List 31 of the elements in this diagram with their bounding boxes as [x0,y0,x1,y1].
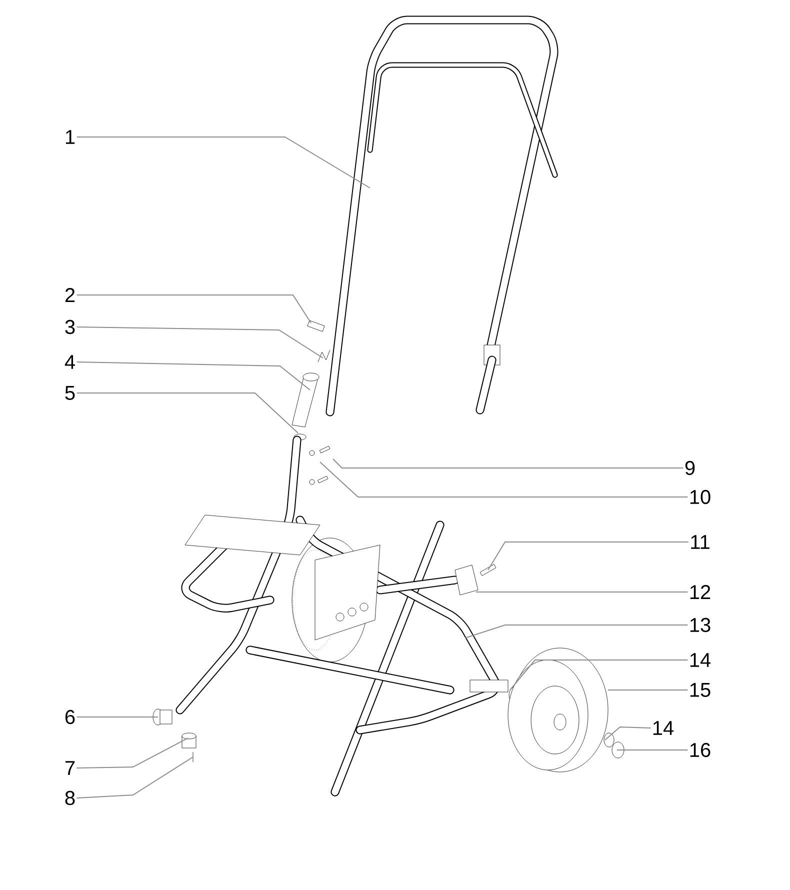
callout-number: 5 [65,386,75,400]
leader-line [76,294,312,324]
callout-number: 1 [66,130,75,144]
leader-line [76,326,324,358]
callout-number: 14 [690,653,711,667]
leader-line [604,726,652,740]
callout-number: 4 [64,355,75,369]
leader-line [76,738,188,768]
callout-number: 14 [653,721,674,735]
callout-number: 10 [690,490,710,504]
callout-number: 6 [65,710,75,724]
leader-line [76,362,310,390]
leader-line [464,624,688,638]
leader-line [76,756,194,798]
leader-line [76,392,298,434]
callout-number: 8 [65,790,75,806]
leader-line [76,136,370,188]
callout-number: 7 [65,761,75,775]
callout-number: 11 [691,535,710,549]
callout-number: 13 [690,618,710,632]
leader-line [510,660,688,690]
callout-number: 16 [690,742,710,758]
callout-number: 2 [65,288,75,302]
callout-number: 12 [690,585,710,599]
leader-line [332,458,684,468]
leader-line [76,716,158,718]
callout-number: 15 [690,683,710,697]
callout-number: 9 [685,460,695,476]
leader-line [320,462,688,498]
leader-line [488,542,689,570]
callout-number: 3 [65,320,75,334]
